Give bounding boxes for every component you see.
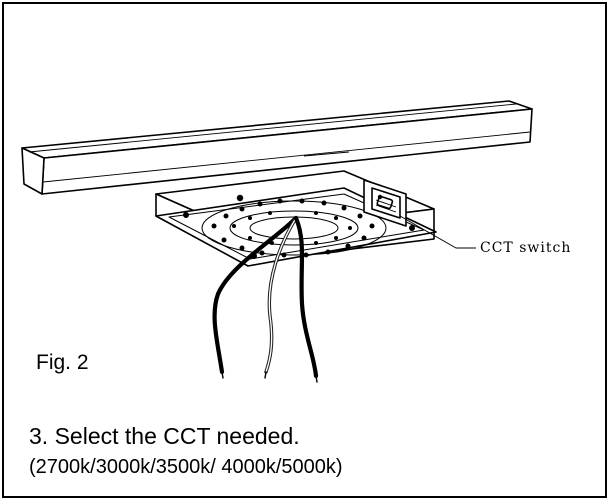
- cct-values: (2700k/3000k/3500k/ 4000k/5000k): [29, 456, 343, 478]
- figure-label: Fig. 2: [36, 351, 89, 374]
- light-bar: [21, 100, 533, 195]
- fixture-diagram: [21, 100, 533, 383]
- instruction-step: 3. Select the CCT needed.: [29, 423, 300, 449]
- wires: [212, 215, 319, 383]
- cct-switch: [363, 179, 476, 249]
- cct-switch-label: CCT switch: [480, 240, 572, 256]
